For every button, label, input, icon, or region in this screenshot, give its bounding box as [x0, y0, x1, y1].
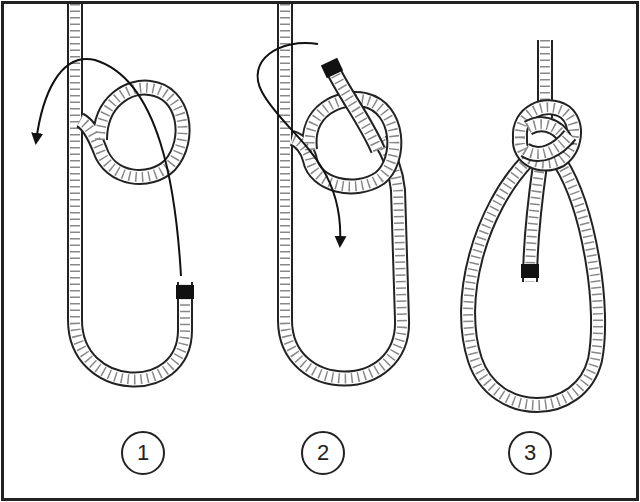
rope-strand: [332, 68, 378, 150]
step-number: 1: [137, 442, 149, 464]
rope-strand: [80, 88, 183, 177]
direction-arrow: [36, 59, 181, 276]
rope-strand: [285, 4, 402, 379]
rope-strand: [468, 160, 598, 405]
direction-arrow: [258, 43, 341, 245]
rope-strand: [468, 160, 598, 405]
rope-strand: [525, 135, 570, 154]
rope-strand: [332, 68, 378, 150]
step-number-circle: 2: [301, 431, 345, 475]
rope-strand: [80, 88, 183, 177]
step-number-circle: 1: [121, 431, 165, 475]
rope-end-tape: [176, 285, 194, 299]
rope-end-tape: [321, 58, 343, 78]
step-number: 3: [524, 442, 536, 464]
rope-end-tape: [521, 264, 539, 278]
rope-strand: [468, 160, 598, 405]
rope-strand: [80, 88, 183, 177]
rope-strand: [285, 4, 402, 379]
rope-strand: [520, 107, 574, 163]
rope-strand: [525, 135, 570, 154]
step-number: 2: [317, 442, 329, 464]
rope-strand: [525, 135, 570, 154]
step-number-circle: 3: [508, 431, 552, 475]
rope-strand: [332, 68, 378, 150]
rope-strand: [520, 107, 574, 163]
rope-strand: [520, 107, 574, 163]
rope-strand: [285, 4, 402, 379]
